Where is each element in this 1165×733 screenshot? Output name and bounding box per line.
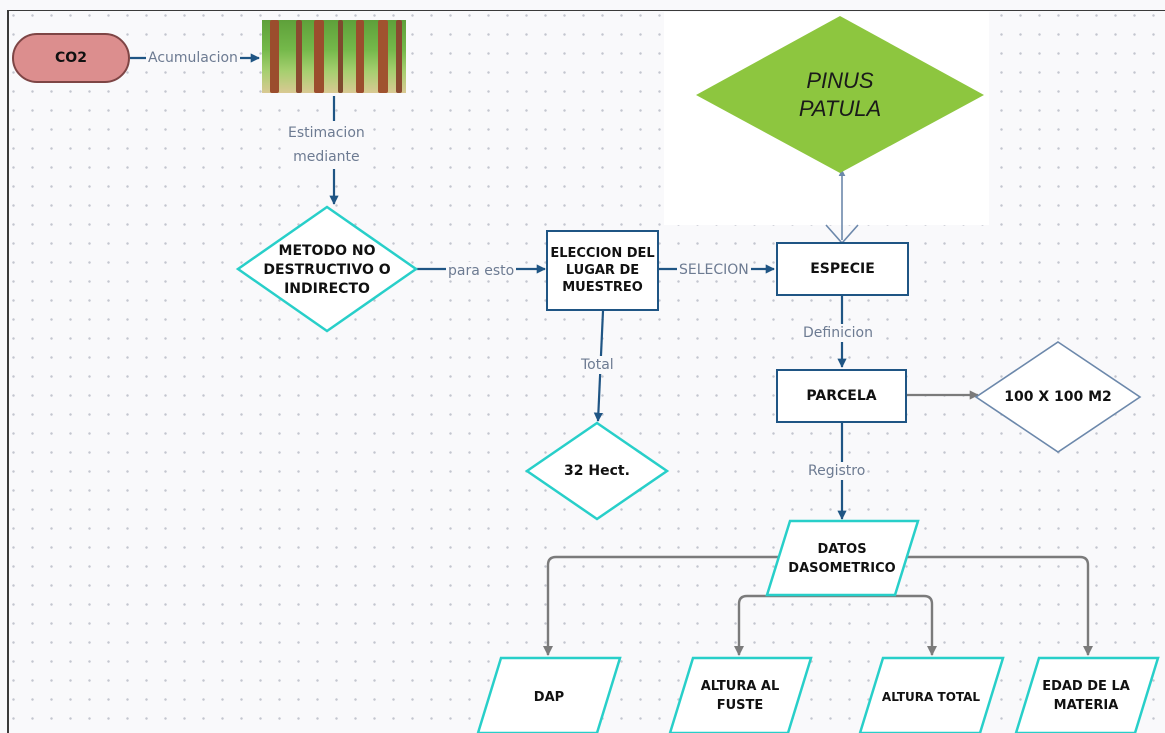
edge-datos-altura-total — [842, 594, 938, 657]
edge-label-selecion: SELECION — [677, 261, 751, 279]
pinus-text: PINUS PATULA — [760, 62, 920, 128]
pinus-line-1: PINUS — [806, 68, 874, 93]
altura-fuste-line-2: FUSTE — [716, 698, 764, 713]
metodo-text: METODO NO DESTRUCTIVO O INDIRECTO — [248, 236, 406, 304]
area-text: 100 X 100 M2 — [990, 382, 1126, 412]
area-label: 100 X 100 M2 — [1004, 388, 1112, 405]
metodo-line-1: METODO NO — [278, 242, 376, 259]
edge-label-estimacion-line-1: Estimacion — [288, 125, 365, 141]
datos-parallelogram[interactable] — [765, 519, 920, 597]
edge-label-estimacion-line-2: mediante — [293, 149, 360, 165]
frame-top-border — [7, 10, 1165, 11]
datos-text: DATOS DASOMETRICO — [782, 538, 902, 580]
altura-total-text: ALTURA TOTAL — [869, 683, 993, 711]
eleccion-line-2: LUGAR DE — [565, 263, 640, 278]
hect-text: 32 Hect. — [547, 457, 647, 485]
dap-parallelogram[interactable] — [476, 656, 622, 733]
forest-image — [262, 20, 406, 93]
eleccion-node[interactable]: ELECCION DEL LUGAR DE MUESTREO — [546, 230, 659, 311]
metodo-line-2: DESTRUCTIVO O — [263, 261, 391, 278]
edge-label-definicion: Definicion — [801, 324, 875, 342]
edge-datos-edad — [895, 555, 1094, 657]
altura-fuste-text: ALTURA AL FUSTE — [684, 674, 796, 718]
edad-line-2: MATERIA — [1053, 698, 1119, 713]
eleccion-line-3: MUESTREO — [562, 280, 643, 295]
datos-line-1: DATOS — [817, 542, 867, 557]
co2-label: CO2 — [55, 50, 87, 66]
eleccion-line-1: ELECCION DEL — [550, 246, 655, 261]
metodo-diamond[interactable] — [235, 205, 419, 333]
hect-label: 32 Hect. — [564, 462, 630, 479]
hect-diamond[interactable] — [524, 421, 670, 521]
area-diamond[interactable] — [974, 341, 1142, 453]
especie-node[interactable]: ESPECIE — [776, 242, 909, 296]
edge-label-total: Total — [579, 356, 616, 374]
altura-total-label: ALTURA TOTAL — [881, 689, 981, 704]
edad-text: EDAD DE LA MATERIA — [1030, 674, 1142, 718]
altura-fuste-parallelogram[interactable] — [668, 656, 813, 733]
dap-text: DAP — [509, 683, 589, 711]
parcela-label: PARCELA — [806, 387, 877, 404]
dap-label: DAP — [533, 689, 565, 705]
metodo-line-3: INDIRECTO — [284, 280, 370, 297]
parcela-node[interactable]: PARCELA — [776, 369, 907, 423]
edge-label-para-esto: para esto — [446, 262, 517, 280]
edge-label-acumulacion: Acumulacion — [146, 49, 240, 67]
datos-line-2: DASOMETRICO — [788, 561, 896, 576]
altura-total-parallelogram[interactable] — [858, 656, 1005, 733]
edad-parallelogram[interactable] — [1014, 656, 1160, 733]
frame-left-border — [7, 10, 9, 733]
pinus-diamond[interactable] — [696, 16, 984, 173]
edge-datos-dap — [542, 555, 790, 657]
edge-label-estimacion: Estimacion mediante — [286, 121, 367, 169]
edge-label-registro: Registro — [806, 462, 868, 480]
pinus-line-2: PATULA — [798, 96, 882, 121]
edge-datos-altura-fuste — [733, 594, 842, 657]
especie-label: ESPECIE — [810, 260, 875, 277]
co2-node[interactable]: CO2 — [12, 33, 130, 83]
altura-fuste-line-1: ALTURA AL — [700, 679, 780, 694]
edad-line-1: EDAD DE LA — [1042, 679, 1130, 694]
